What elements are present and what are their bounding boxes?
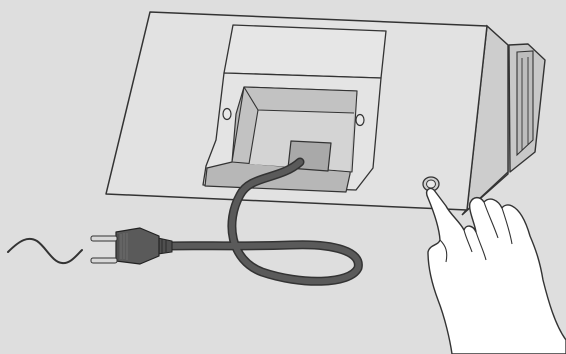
plug-prong-bottom bbox=[91, 258, 117, 263]
plug-prong-top bbox=[91, 236, 117, 241]
mounting-hole-left bbox=[223, 109, 231, 120]
compartment-lid bbox=[224, 25, 386, 78]
plug bbox=[91, 228, 172, 264]
hand-icon bbox=[427, 188, 566, 354]
ac-symbol bbox=[8, 239, 82, 263]
mounting-hole-right bbox=[356, 115, 364, 126]
